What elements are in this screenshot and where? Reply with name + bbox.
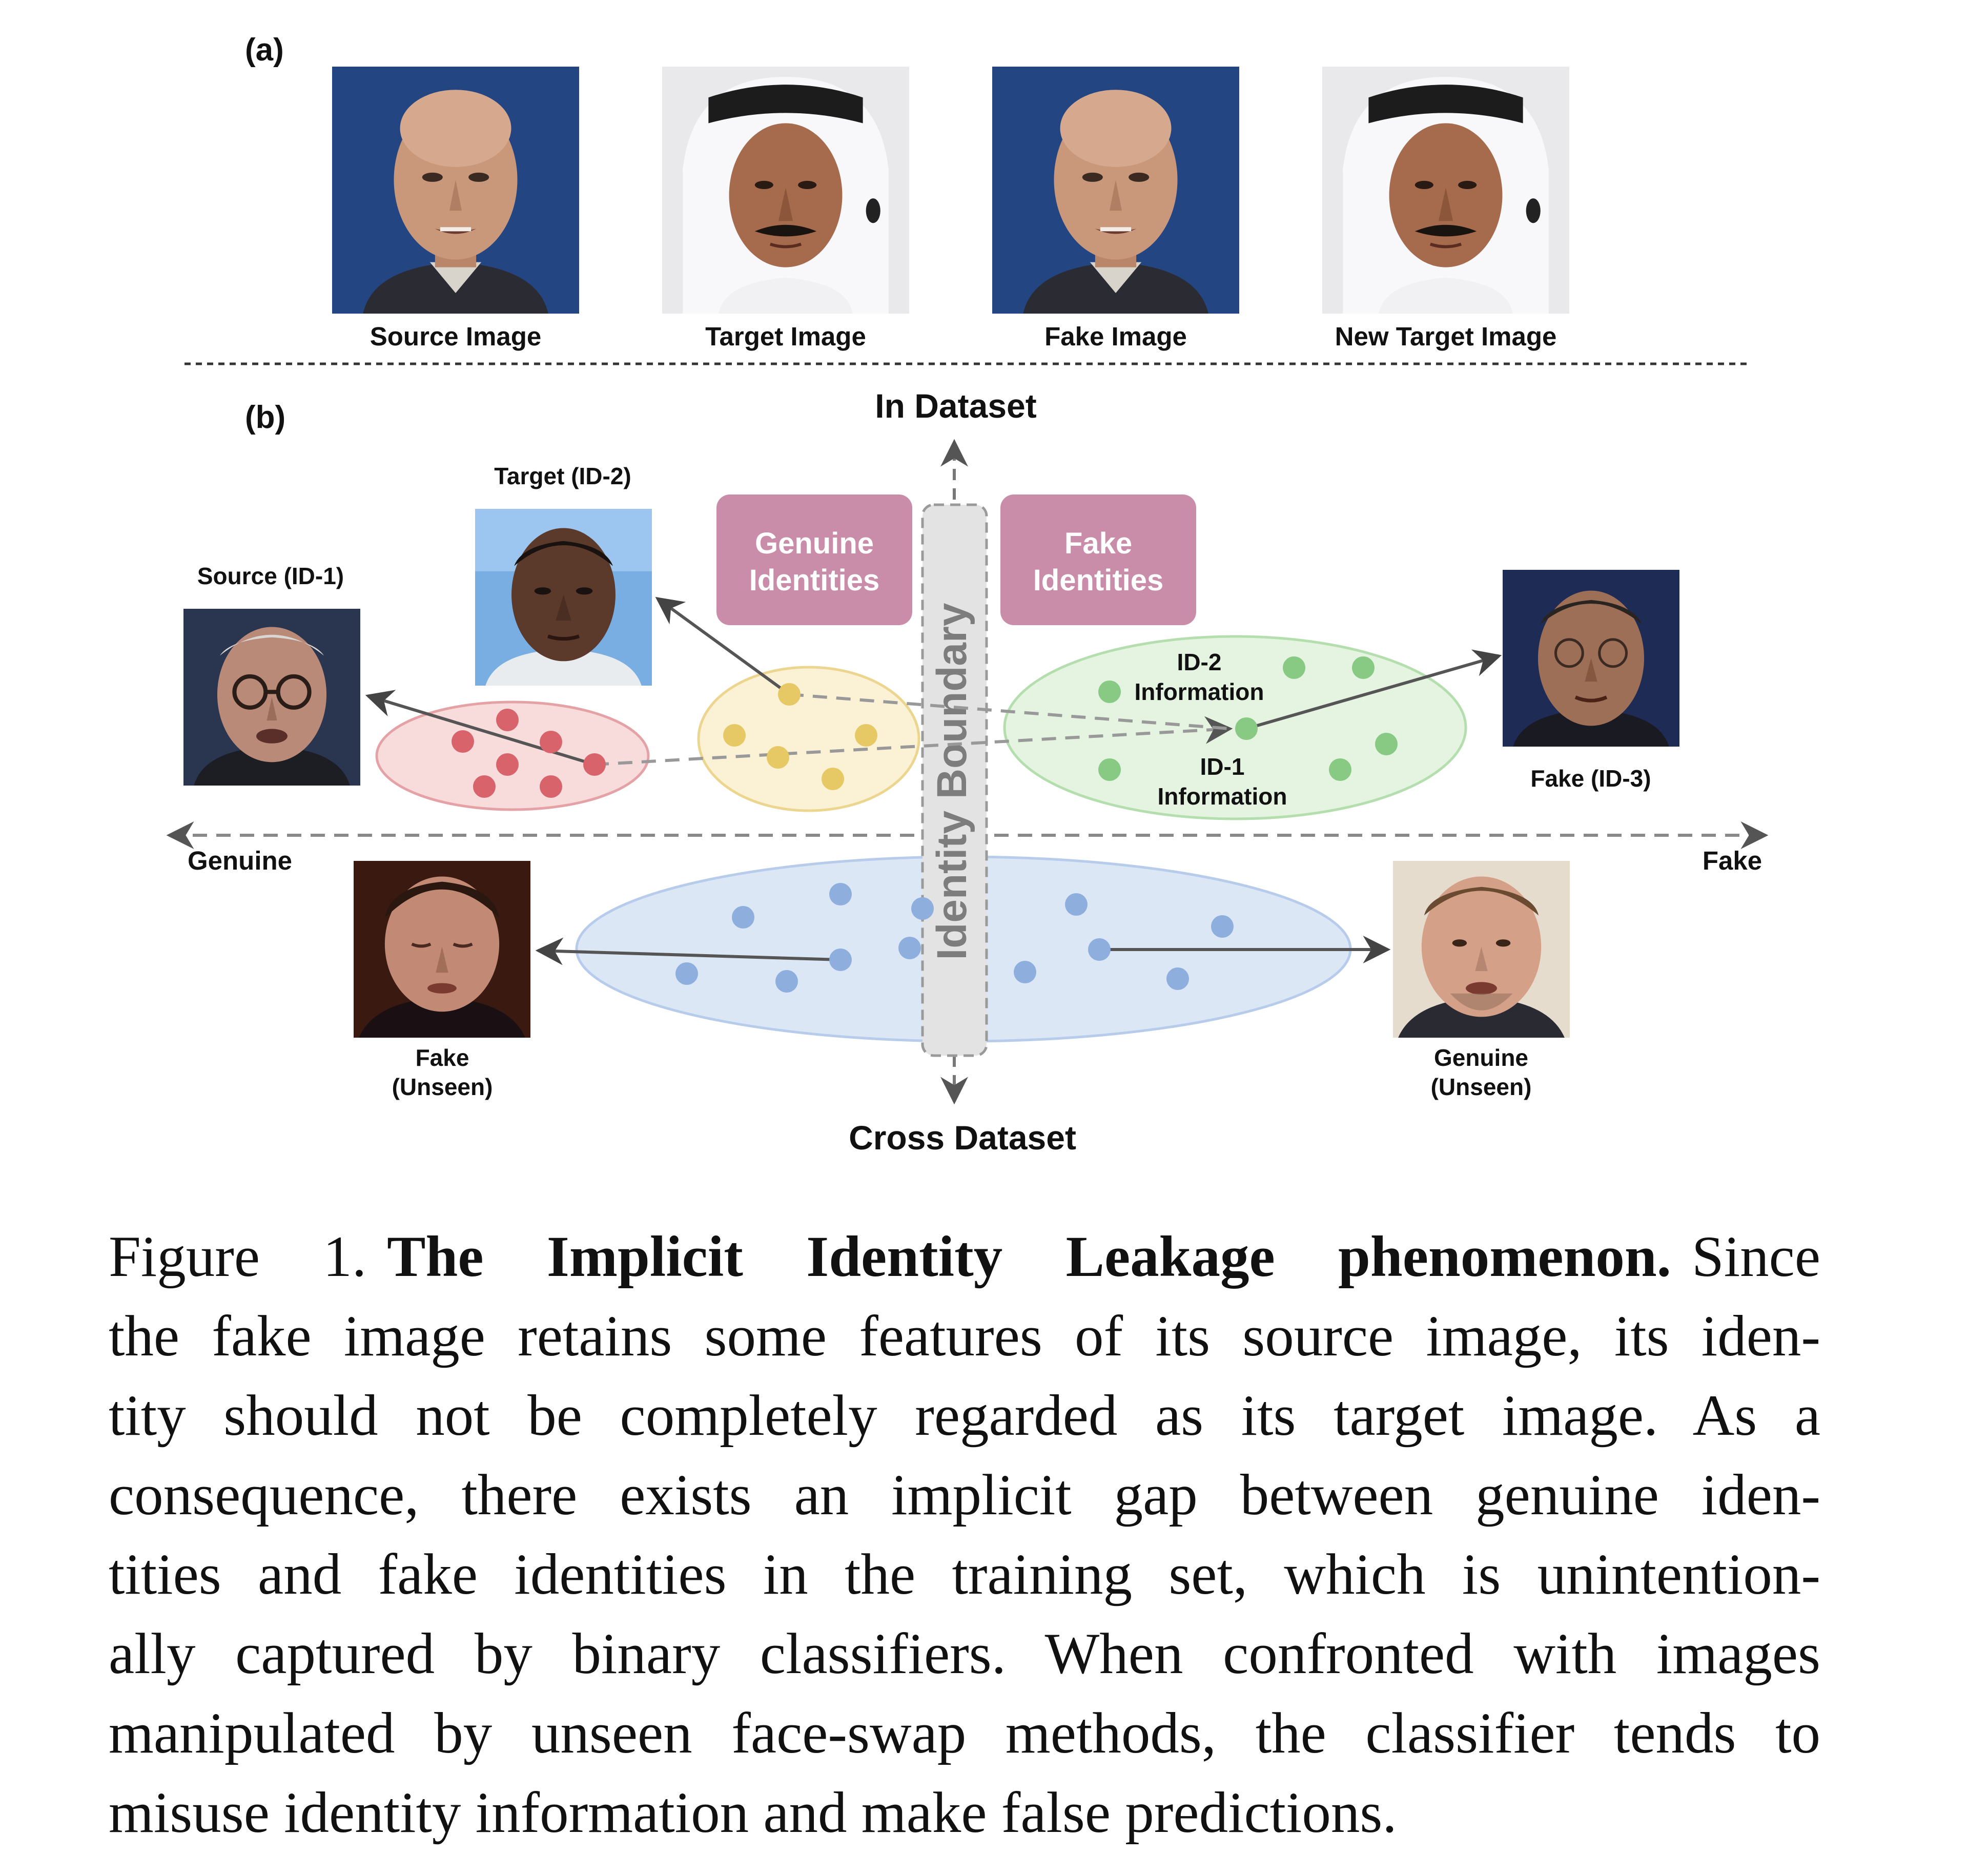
axis-left-label: Genuine [188, 846, 292, 875]
fake-id3-label: Fake (ID-3) [1530, 765, 1651, 792]
green-dots [1098, 656, 1398, 781]
figure-1: (a) Source Image Target Image Fake Image… [166, 32, 1769, 1157]
caption-line-7: manipulated by unseen face-swap methods,… [109, 1701, 1820, 1765]
identity-boundary-label: Identity Boundary [929, 603, 975, 960]
panel-a-label: (a) [245, 32, 284, 68]
panel-b: (b) In Dataset Cross Dataset Genuine Fak… [166, 387, 1769, 1157]
caption-title: The Implicit Identity Leakage phenomenon… [387, 1225, 1671, 1289]
blue-dots [675, 883, 1234, 993]
genuine-identities-box: Genuine Identities [716, 494, 912, 625]
caption-line-2: the fake image retains some features of … [109, 1304, 1820, 1368]
target-id2-photo: Target (ID-2) [475, 463, 652, 686]
axis-top-label: In Dataset [875, 387, 1036, 425]
arrow-to-fake-id3 [1246, 649, 1502, 730]
source-image: Source Image [332, 67, 579, 351]
id1-info-line1: ID-1 [1200, 753, 1245, 780]
fake-identities-line2: Identities [1033, 564, 1164, 597]
source-id1-label: Source (ID-1) [197, 563, 344, 589]
panel-b-label: (b) [245, 400, 285, 435]
genuine-unseen-photo: Genuine (Unseen) [1393, 861, 1570, 1100]
new-target-image: New Target Image [1322, 67, 1569, 351]
identity-boundary [921, 503, 988, 1057]
genuine-unseen-line1: Genuine [1434, 1044, 1528, 1071]
caption-line-5: tities and fake identities in the traini… [109, 1542, 1820, 1606]
red-dots [452, 709, 606, 798]
fake-unseen-photo: Fake (Unseen) [354, 861, 530, 1100]
fake-identities-line1: Fake [1064, 527, 1132, 560]
caption-line-6: ally captured by binary classifiers. Whe… [109, 1622, 1820, 1686]
genuine-unseen-line2: (Unseen) [1431, 1074, 1532, 1100]
caption-line-1: Figure 1. The Implicit Identity Leakage p… [109, 1217, 1820, 1296]
fake-id3-photo: Fake (ID-3) [1503, 570, 1679, 792]
figure-caption: Figure 1. The Implicit Identity Leakage p… [109, 1217, 1820, 1852]
yellow-dots [723, 683, 877, 790]
yellow-cluster [697, 666, 920, 812]
panel-a: (a) Source Image Target Image Fake Image… [245, 32, 1569, 351]
caption-line-4: consequence, there exists an implicit ga… [109, 1463, 1820, 1527]
fake-unseen-line2: (Unseen) [392, 1074, 493, 1100]
arrow-to-target [655, 596, 790, 696]
id1-info-line2: Information [1158, 783, 1287, 810]
fake-unseen-line1: Fake [416, 1044, 469, 1071]
fake-identities-box: Fake Identities [1000, 494, 1196, 625]
target-id2-label: Target (ID-2) [494, 463, 631, 489]
target-image: Target Image [662, 67, 909, 351]
genuine-identities-line2: Identities [749, 564, 880, 597]
id2-transfer-line [789, 693, 1231, 730]
caption-text-1: Since [1691, 1225, 1820, 1289]
fake-image: Fake Image [992, 67, 1239, 351]
target-image-caption: Target Image [705, 322, 866, 351]
id2-info-line1: ID-2 [1177, 649, 1222, 675]
axis-bottom-label: Cross Dataset [849, 1119, 1076, 1157]
id1-transfer-line [594, 716, 1233, 766]
caption-figure-label: Figure 1. [109, 1225, 367, 1289]
caption-line-3: tity should not be completely regarded a… [109, 1384, 1820, 1448]
source-image-caption: Source Image [370, 322, 541, 351]
arrow-to-source [365, 690, 595, 766]
source-id1-photo: Source (ID-1) [183, 563, 360, 786]
genuine-identities-line1: Genuine [755, 527, 874, 560]
fake-image-caption: Fake Image [1044, 322, 1187, 351]
id2-info-line2: Information [1135, 678, 1264, 705]
arrow-to-fake-unseen [535, 937, 841, 965]
axis-right-label: Fake [1703, 846, 1762, 875]
caption-line-8: misuse identity information and make fal… [109, 1781, 1397, 1845]
new-target-image-caption: New Target Image [1335, 322, 1557, 351]
